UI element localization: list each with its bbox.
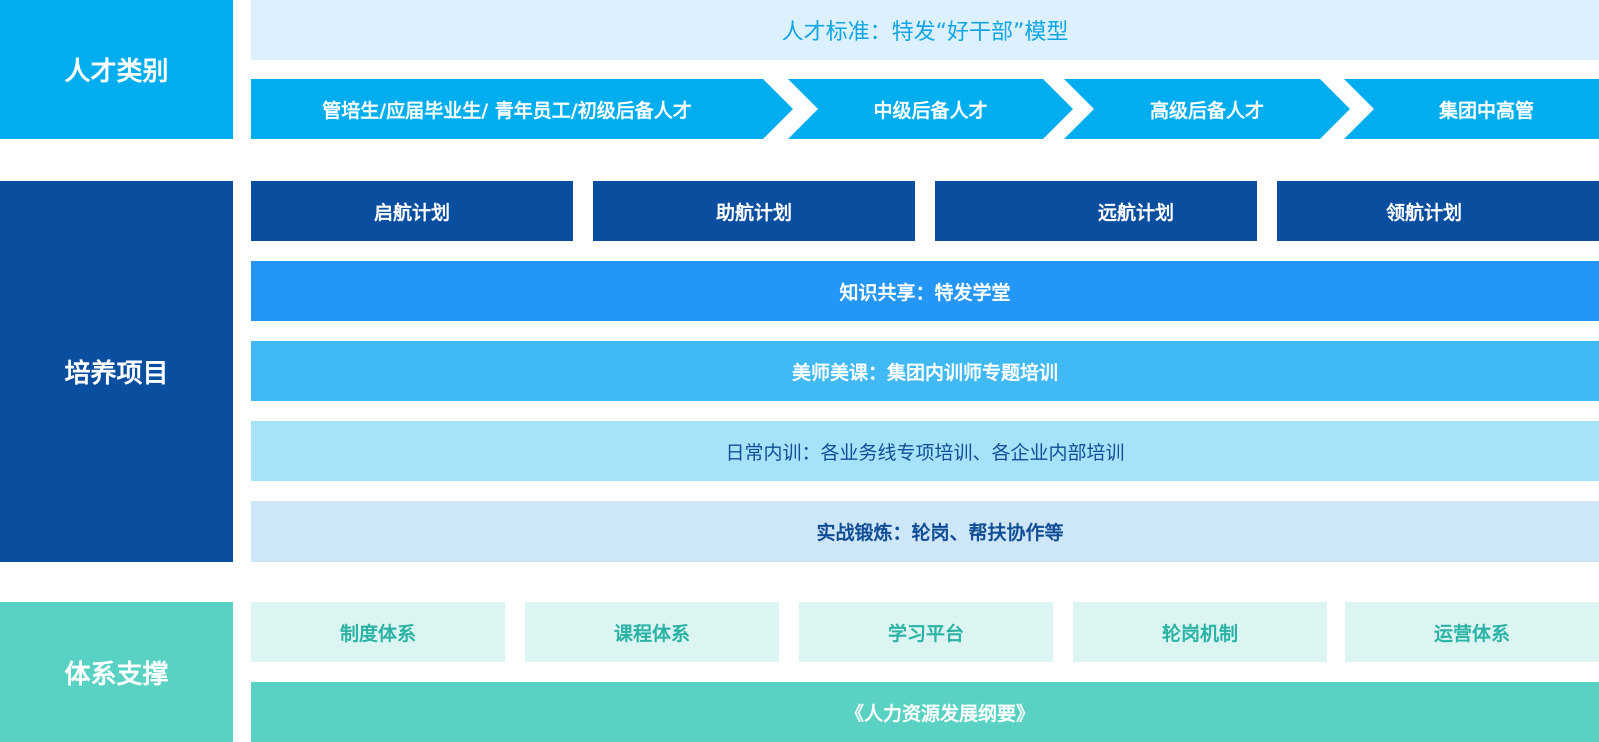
plan-yuanhang: 远航计划 bbox=[935, 181, 1257, 241]
system-rotation-text: 轮岗机制 bbox=[1161, 622, 1238, 645]
stage-arrow-1 bbox=[251, 79, 793, 139]
training-projects-label: 培养项目 bbox=[0, 181, 233, 562]
stage-arrow-3 bbox=[1064, 79, 1350, 139]
daily-training-text: 日常内训：各业务线专项培训、各企业内部培训 bbox=[725, 441, 1125, 464]
hr-development-outline-bar: 《人力资源发展纲要》 bbox=[251, 682, 1599, 742]
daily-training-bar: 日常内训：各业务线专项培训、各企业内部培训 bbox=[251, 421, 1599, 481]
knowledge-sharing-bar: 知识共享：特发学堂 bbox=[251, 261, 1599, 321]
system-institution: 制度体系 bbox=[251, 602, 505, 662]
system-rotation: 轮岗机制 bbox=[1073, 602, 1327, 662]
plan-zhuhang: 助航计划 bbox=[593, 181, 915, 241]
system-support-label-text: 体系支撑 bbox=[64, 659, 169, 690]
system-learning-platform-text: 学习平台 bbox=[887, 622, 964, 645]
system-learning-platform: 学习平台 bbox=[799, 602, 1053, 662]
stage-label-3: 高级后备人才 bbox=[1149, 99, 1264, 122]
stage-arrow-2 bbox=[788, 79, 1073, 139]
stage-label-1: 管培生/应届毕业生/ 青年员工/初级后备人才 bbox=[322, 99, 692, 122]
system-operations: 运营体系 bbox=[1345, 602, 1599, 662]
stage-label-4: 集团中高管 bbox=[1438, 99, 1534, 122]
plan-linghang: 领航计划 bbox=[1277, 181, 1599, 241]
system-curriculum: 课程体系 bbox=[525, 602, 779, 662]
system-curriculum-text: 课程体系 bbox=[613, 622, 690, 645]
practical-training-text: 实战锻炼：轮岗、帮扶协作等 bbox=[816, 522, 1064, 544]
internal-trainer-text: 美师美课：集团内训师专题培训 bbox=[791, 361, 1058, 384]
plan-zhuhang-text: 助航计划 bbox=[715, 201, 792, 224]
practical-training-bar: 实战锻炼：轮岗、帮扶协作等 bbox=[251, 501, 1599, 562]
talent-category-label: 人才类别 bbox=[0, 0, 233, 139]
plan-qihang: 启航计划 bbox=[251, 181, 573, 241]
talent-standard-banner: 人才标准：特发“好干部”模型 bbox=[251, 0, 1599, 60]
system-operations-text: 运营体系 bbox=[1433, 622, 1510, 645]
knowledge-sharing-text: 知识共享：特发学堂 bbox=[839, 281, 1011, 304]
internal-trainer-bar: 美师美课：集团内训师专题培训 bbox=[251, 341, 1599, 401]
talent-category-label-text: 人才类别 bbox=[64, 57, 169, 87]
training-projects-label-text: 培养项目 bbox=[64, 359, 169, 389]
plan-yuanhang-text: 远航计划 bbox=[1097, 201, 1174, 224]
hr-development-outline-text: 《人力资源发展纲要》 bbox=[844, 702, 1035, 725]
stage-label-2: 中级后备人才 bbox=[873, 99, 988, 122]
system-institution-text: 制度体系 bbox=[339, 622, 416, 645]
system-support-label: 体系支撑 bbox=[0, 602, 233, 742]
plan-linghang-text: 领航计划 bbox=[1385, 201, 1462, 224]
stage-arrow-4 bbox=[1344, 79, 1599, 139]
talent-standard-banner-text: 人才标准：特发“好干部”模型 bbox=[781, 20, 1069, 45]
plan-qihang-text: 启航计划 bbox=[373, 201, 450, 224]
